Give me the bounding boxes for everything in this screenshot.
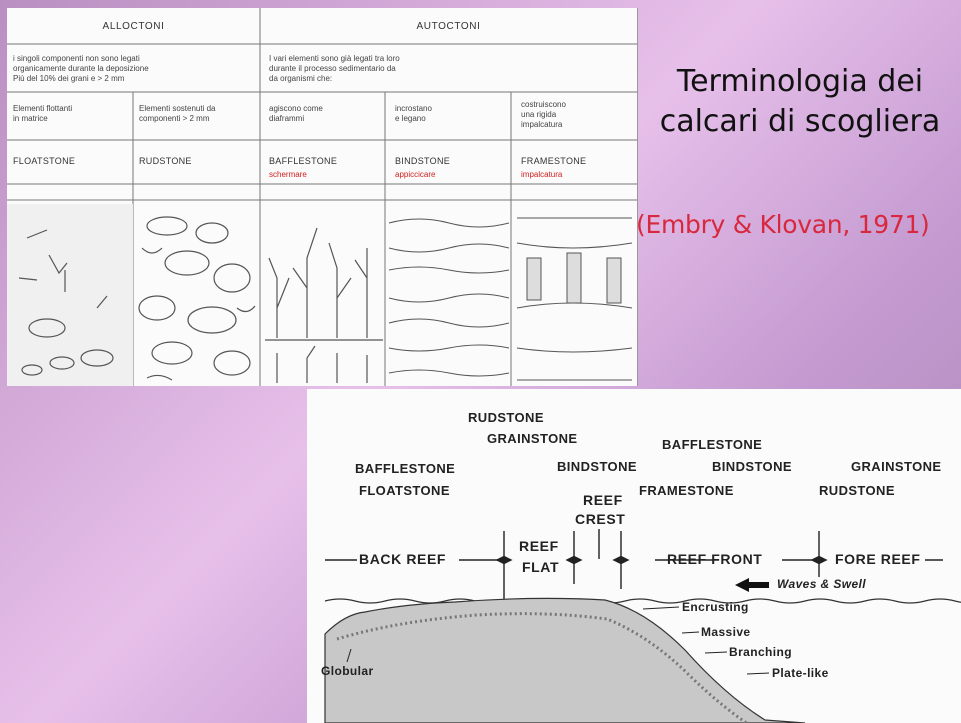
sea-surface (325, 599, 961, 603)
facies-label: BINDSTONE (557, 459, 637, 474)
growth-form-encrusting: Encrusting (682, 600, 749, 614)
criteria-line: impalcatura (521, 120, 566, 130)
zone-fore-reef: FORE REEF (835, 551, 921, 567)
zone-reef-crest-line1: REEF (583, 492, 623, 508)
criteria-line: incrostano (395, 104, 432, 114)
italian-term-framestone: impalcatura (521, 170, 562, 179)
title-line-2: calcari di scogliera (645, 102, 955, 142)
criteria-line: agiscono come (269, 104, 323, 114)
criteria-line: Elementi flottanti (13, 104, 72, 114)
growth-form-branching: Branching (729, 645, 792, 659)
criteria-line: Elementi sostenuti da (139, 104, 216, 114)
citation: (Embry & Klovan, 1971) (636, 210, 956, 239)
zone-reef-crest-line2: CREST (575, 511, 625, 527)
autochthonous-header: AUTOCTONI (260, 21, 637, 32)
criteria-line: una rigida (521, 110, 566, 120)
criteria-floatstone: Elementi flottanti in matrice (13, 104, 72, 124)
italian-term-bindstone: appiccicare (395, 170, 435, 179)
facies-label: FRAMESTONE (639, 483, 734, 498)
criteria-line: diaframmi (269, 114, 323, 124)
waves-arrow-icon (735, 578, 769, 592)
criteria-line: e legano (395, 114, 432, 124)
reef-body (325, 598, 805, 723)
floatstone-sketch (7, 204, 133, 386)
desc-line: I vari elementi sono già legati tra loro (269, 54, 400, 64)
zone-reef-flat-line1: REEF (519, 538, 559, 554)
desc-line: organicamente durante la deposizione (13, 64, 149, 74)
criteria-line: componenti > 2 mm (139, 114, 216, 124)
desc-line: durante il processo sedimentario da (269, 64, 400, 74)
criteria-bafflestone: agiscono come diaframmi (269, 104, 323, 124)
rock-bafflestone: BAFFLESTONE (269, 156, 337, 166)
bindstone-sketch (389, 219, 509, 376)
zone-reef-flat-line2: FLAT (522, 559, 559, 575)
classification-table-figure: ALLOCTONI AUTOCTONI i singoli componenti… (7, 8, 638, 386)
growth-form-globular: Globular (321, 664, 374, 678)
desc-line: da organismi che: (269, 74, 400, 84)
criteria-line: in matrice (13, 114, 72, 124)
criteria-bindstone: incrostano e legano (395, 104, 432, 124)
criteria-framestone: costruiscono una rigida impalcatura (521, 100, 566, 130)
slide-title: Terminologia dei calcari di scogliera (645, 62, 955, 142)
facies-label: RUDSTONE (468, 410, 544, 425)
criteria-line: costruiscono (521, 100, 566, 110)
rock-bindstone: BINDSTONE (395, 156, 450, 166)
italian-term-bafflestone: schermare (269, 170, 307, 179)
allochthonous-description: i singoli componenti non sono legati org… (13, 54, 149, 84)
waves-and-swell-label: Waves & Swell (777, 577, 866, 591)
rudstone-sketch (139, 217, 255, 380)
facies-label: BAFFLESTONE (355, 461, 455, 476)
reef-profile-figure: BAFFLESTONE FLOATSTONE RUDSTONE GRAINSTO… (307, 389, 961, 723)
facies-label: BINDSTONE (712, 459, 792, 474)
growth-form-plate-like: Plate-like (772, 666, 829, 680)
title-line-1: Terminologia dei (645, 62, 955, 102)
rock-rudstone: RUDSTONE (139, 156, 192, 166)
framestone-sketch (517, 218, 632, 380)
growth-form-massive: Massive (701, 625, 751, 639)
zone-reef-front: REEF FRONT (667, 551, 762, 567)
allochthonous-header: ALLOCTONI (7, 21, 260, 32)
criteria-rudstone: Elementi sostenuti da componenti > 2 mm (139, 104, 216, 124)
desc-line: Più del 10% dei grani e > 2 mm (13, 74, 149, 84)
facies-label: FLOATSTONE (359, 483, 450, 498)
facies-label: GRAINSTONE (487, 431, 577, 446)
zone-back-reef: BACK REEF (359, 551, 446, 567)
facies-label: BAFFLESTONE (662, 437, 762, 452)
desc-line: i singoli componenti non sono legati (13, 54, 149, 64)
facies-label: RUDSTONE (819, 483, 895, 498)
rock-framestone: FRAMESTONE (521, 156, 586, 166)
bafflestone-sketch (265, 228, 383, 383)
rock-floatstone: FLOATSTONE (13, 156, 75, 166)
autochthonous-description: I vari elementi sono già legati tra loro… (269, 54, 400, 84)
facies-label: GRAINSTONE (851, 459, 941, 474)
